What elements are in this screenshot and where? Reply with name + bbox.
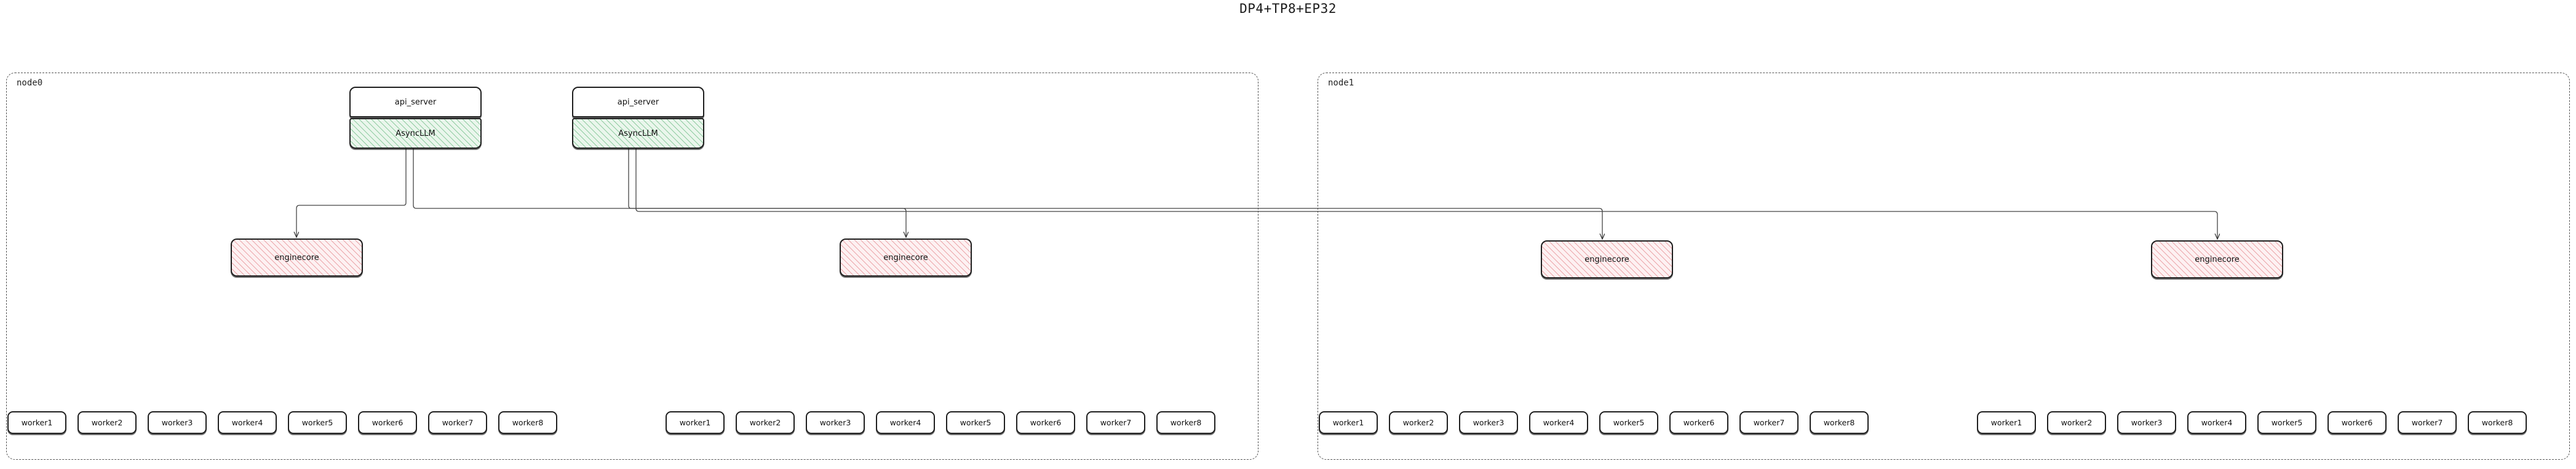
worker-label: worker7 xyxy=(1753,418,1785,427)
worker-label: worker4 xyxy=(231,418,263,427)
async-llm-label: AsyncLLM xyxy=(396,128,435,138)
worker-box[interactable]: worker7 xyxy=(2398,411,2457,434)
enginecore-box[interactable]: enginecore xyxy=(840,238,972,277)
worker-box[interactable]: worker3 xyxy=(2117,411,2176,434)
enginecore-label: enginecore xyxy=(1584,254,1629,264)
worker-box[interactable]: worker5 xyxy=(1599,411,1658,434)
worker-box[interactable]: worker8 xyxy=(2468,411,2527,434)
worker-label: worker7 xyxy=(442,418,474,427)
worker-label: worker8 xyxy=(1170,418,1202,427)
enginecore-label: enginecore xyxy=(274,253,319,262)
worker-label: worker5 xyxy=(2271,418,2303,427)
worker-box[interactable]: worker7 xyxy=(428,411,487,434)
page-title: DP4+TP8+EP32 xyxy=(1239,1,1337,16)
worker-label: worker5 xyxy=(960,418,992,427)
worker-box[interactable]: worker1 xyxy=(1977,411,2036,434)
worker-box[interactable]: worker3 xyxy=(148,411,207,434)
worker-label: worker5 xyxy=(301,418,333,427)
worker-label: worker5 xyxy=(1613,418,1645,427)
enginecore-label: enginecore xyxy=(2195,254,2240,264)
worker-label: worker3 xyxy=(2131,418,2163,427)
worker-label: worker1 xyxy=(1332,418,1364,427)
worker-box[interactable]: worker2 xyxy=(78,411,137,434)
worker-box[interactable]: worker7 xyxy=(1086,411,1145,434)
worker-label: worker6 xyxy=(372,418,403,427)
worker-box[interactable]: worker8 xyxy=(1810,411,1869,434)
worker-box[interactable]: worker5 xyxy=(2257,411,2316,434)
enginecore-box[interactable]: enginecore xyxy=(231,238,363,277)
api-server-label: api_server xyxy=(617,97,659,107)
worker-box[interactable]: worker6 xyxy=(358,411,417,434)
worker-label: worker4 xyxy=(1543,418,1575,427)
worker-box[interactable]: worker7 xyxy=(1739,411,1799,434)
worker-label: worker1 xyxy=(1990,418,2022,427)
node-cluster-label: node0 xyxy=(17,78,43,88)
worker-label: worker4 xyxy=(2201,418,2233,427)
worker-box[interactable]: worker4 xyxy=(2187,411,2246,434)
worker-label: worker3 xyxy=(161,418,193,427)
worker-label: worker7 xyxy=(1100,418,1132,427)
node-cluster-label: node1 xyxy=(1328,78,1354,88)
worker-label: worker7 xyxy=(2411,418,2443,427)
async-llm-box[interactable]: AsyncLLM xyxy=(572,118,704,149)
worker-box[interactable]: worker1 xyxy=(666,411,725,434)
worker-box[interactable]: worker6 xyxy=(1669,411,1728,434)
worker-box[interactable]: worker3 xyxy=(1459,411,1518,434)
worker-box[interactable]: worker4 xyxy=(876,411,935,434)
worker-label: worker3 xyxy=(819,418,851,427)
worker-label: worker1 xyxy=(21,418,53,427)
worker-box[interactable]: worker6 xyxy=(1016,411,1075,434)
worker-box[interactable]: worker3 xyxy=(806,411,865,434)
worker-box[interactable]: worker5 xyxy=(946,411,1005,434)
worker-box[interactable]: worker1 xyxy=(1319,411,1378,434)
async-llm-box[interactable]: AsyncLLM xyxy=(349,118,482,149)
worker-label: worker2 xyxy=(2061,418,2093,427)
enginecore-label: enginecore xyxy=(883,253,928,262)
worker-box[interactable]: worker8 xyxy=(1156,411,1215,434)
worker-label: worker2 xyxy=(749,418,781,427)
worker-label: worker2 xyxy=(91,418,123,427)
worker-box[interactable]: worker4 xyxy=(218,411,277,434)
async-llm-label: AsyncLLM xyxy=(618,128,658,138)
worker-label: worker2 xyxy=(1402,418,1434,427)
worker-label: worker4 xyxy=(889,418,921,427)
worker-label: worker3 xyxy=(1473,418,1505,427)
worker-box[interactable]: worker2 xyxy=(736,411,795,434)
worker-label: worker8 xyxy=(1823,418,1855,427)
worker-label: worker1 xyxy=(679,418,711,427)
worker-box[interactable]: worker2 xyxy=(2047,411,2106,434)
worker-box[interactable]: worker5 xyxy=(288,411,347,434)
worker-label: worker6 xyxy=(2341,418,2373,427)
worker-label: worker8 xyxy=(2481,418,2513,427)
node-cluster-node1[interactable]: node1 xyxy=(1318,73,2570,460)
node-cluster-node0[interactable]: node0 xyxy=(6,73,1258,460)
worker-label: worker6 xyxy=(1683,418,1715,427)
api-server-box[interactable]: api_server xyxy=(349,87,482,117)
worker-box[interactable]: worker6 xyxy=(2328,411,2387,434)
worker-box[interactable]: worker8 xyxy=(498,411,557,434)
worker-box[interactable]: worker4 xyxy=(1529,411,1588,434)
enginecore-box[interactable]: enginecore xyxy=(1541,240,1673,278)
worker-label: worker8 xyxy=(512,418,544,427)
api-server-label: api_server xyxy=(394,97,437,107)
api-server-box[interactable]: api_server xyxy=(572,87,704,117)
worker-label: worker6 xyxy=(1030,418,1062,427)
worker-box[interactable]: worker1 xyxy=(7,411,66,434)
enginecore-box[interactable]: enginecore xyxy=(2151,240,2283,278)
worker-box[interactable]: worker2 xyxy=(1389,411,1448,434)
